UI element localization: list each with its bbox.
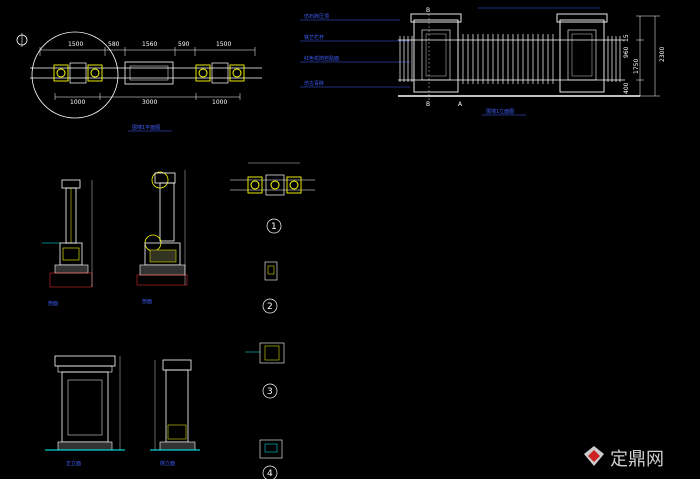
elev-dim-15: 15 — [623, 34, 630, 42]
watermark-text: 定鼎网 — [610, 449, 664, 470]
plan-dim-2: 580 — [108, 41, 120, 48]
logo-inner-icon — [588, 450, 600, 462]
pier-side-elevation: 侧立面 — [150, 359, 200, 467]
detail-2-caption: 剖面 — [142, 298, 152, 305]
pier-front-elevation: 正立面 — [45, 355, 125, 467]
elev-dim-400: 400 — [623, 82, 630, 94]
elev-dim-1750: 1750 — [633, 59, 640, 74]
detail-section-2: 剖面 — [136, 170, 188, 305]
elev-note-1: 仿石砖压顶 — [304, 13, 329, 20]
detail-marker-1 — [266, 218, 282, 234]
detail-marker-4 — [262, 465, 278, 479]
plan-bottom-dim-1: 1000 — [70, 99, 85, 106]
detail-markers: 1 2 3 4 — [245, 218, 285, 479]
plan-bottom-dim-3: 1000 — [212, 99, 227, 106]
detail-marker-4-label: 4 — [267, 469, 273, 479]
plan-dim-3: 1560 — [142, 41, 157, 48]
detail-circle — [31, 31, 119, 119]
elevation-view: 仿石砖压顶 铁艺栏杆 红色花岗岩贴面 仿古青砖 B B A — [300, 7, 666, 116]
elev-note-3: 红色花岗岩贴面 — [304, 55, 339, 62]
pier-side-caption: 侧立面 — [160, 460, 175, 467]
detail-marker-3 — [262, 383, 278, 399]
elev-note-2: 铁艺栏杆 — [304, 34, 324, 41]
detail-marker-3-label: 3 — [267, 387, 273, 397]
section-marker-b-bottom: B — [426, 101, 430, 108]
plan-caption: 围墙1平面图 — [132, 124, 160, 131]
elev-dim-960: 960 — [623, 46, 630, 58]
section-marker-b-top: B — [426, 7, 430, 14]
detail-marker-2 — [262, 298, 278, 314]
plan-view: 1500 580 1560 590 1500 1000 3000 1000 围墙… — [16, 31, 262, 132]
plan-bottom-dim-2: 3000 — [142, 99, 157, 106]
plan-dim-4: 590 — [178, 41, 190, 48]
plan-dim-5: 1500 — [216, 41, 231, 48]
elev-dim-total: 2300 — [659, 47, 666, 62]
elevation-caption: 围墙1立面图 — [486, 108, 514, 115]
section-marker-a: A — [458, 101, 463, 108]
detail-1-caption: 剖面 — [48, 300, 58, 307]
elev-note-4: 仿古青砖 — [304, 80, 324, 87]
small-plan — [230, 162, 315, 196]
watermark: 定鼎网 — [584, 446, 664, 470]
plan-dim-1: 1500 — [68, 41, 83, 48]
detail-section-1: 剖面 — [42, 179, 93, 307]
detail-marker-2-label: 2 — [267, 302, 273, 312]
pier-front-caption: 正立面 — [66, 460, 81, 467]
detail-marker-1-label: 1 — [271, 222, 277, 232]
